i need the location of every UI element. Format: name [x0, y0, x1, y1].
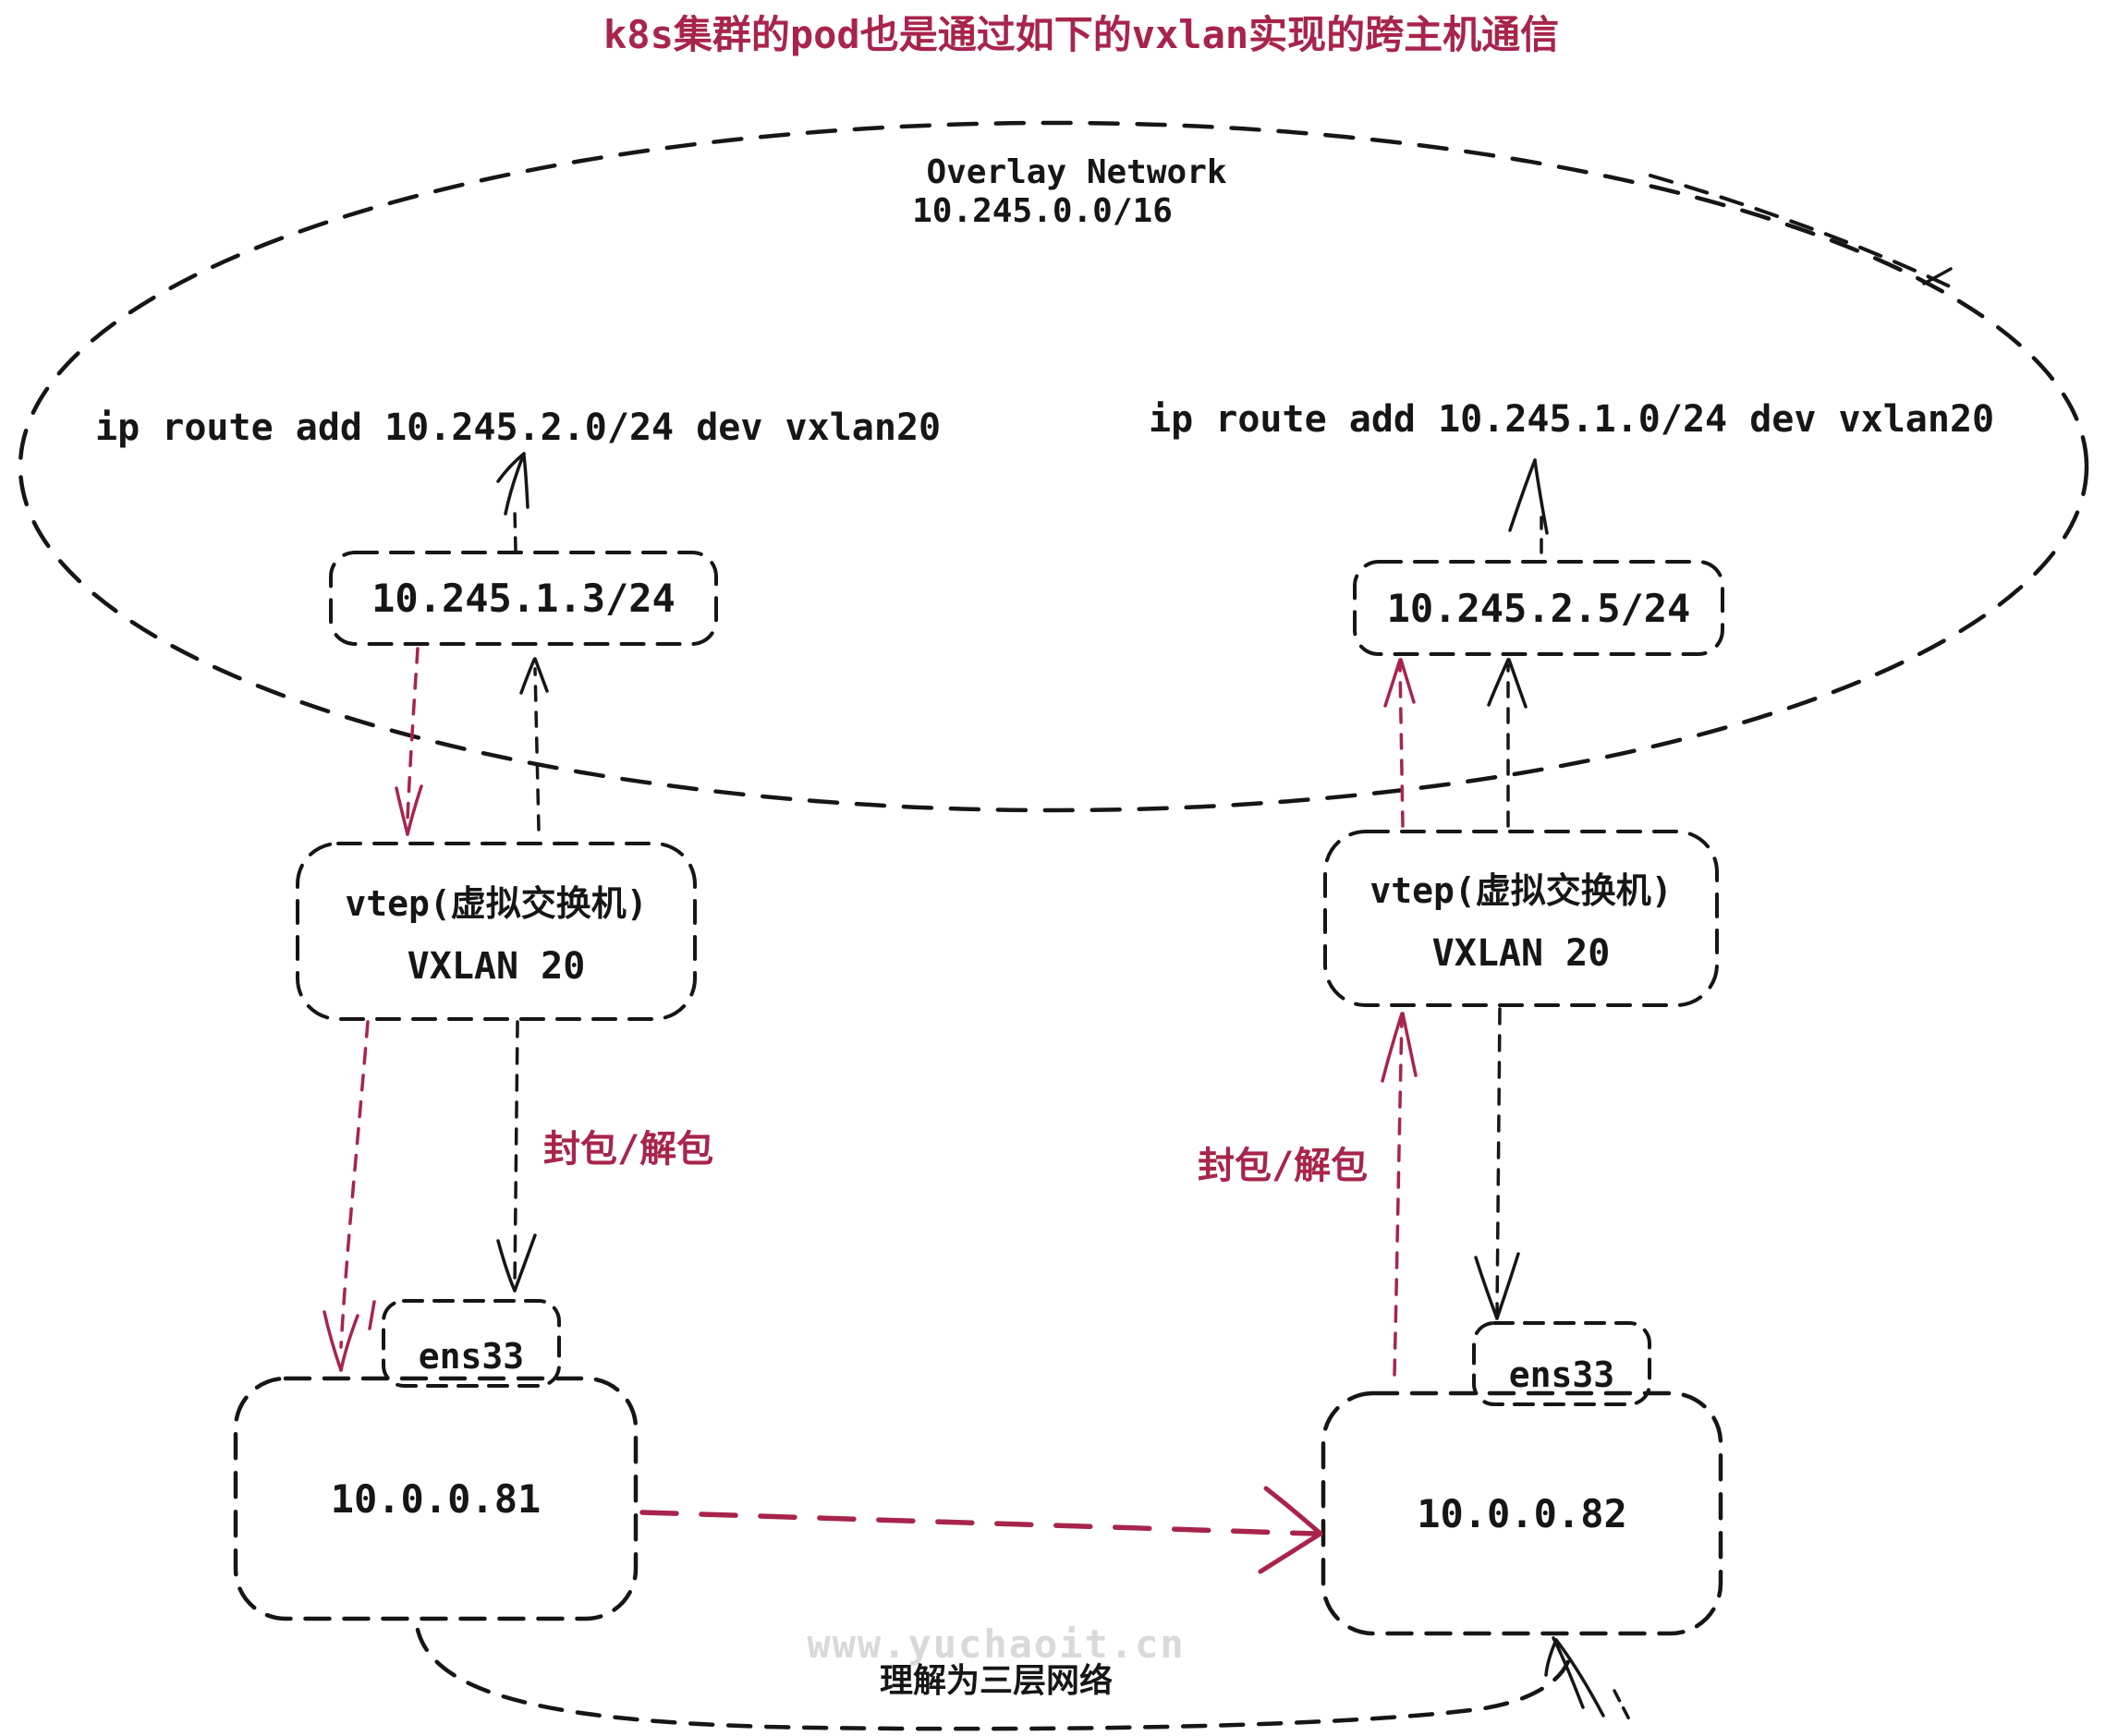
site-watermark: www.yuchaoit.cn: [807, 1621, 1186, 1667]
host-left-to-host-right-arrow: [639, 1486, 1323, 1574]
encap-decap-label-left: 封包/解包: [543, 1128, 714, 1171]
vtep-left-title: vtep(虚拟交换机): [345, 882, 648, 924]
vtep-left-to-nic-arrow: [496, 1020, 537, 1293]
vtep-right-box: [1323, 830, 1719, 1007]
pod-left-to-vtep-arrow: [395, 647, 423, 836]
encap-decap-label-right: 封包/解包: [1198, 1145, 1369, 1187]
nic-left-box: [382, 1299, 561, 1388]
host-left-box: [233, 1376, 639, 1621]
overlay-network-ellipse: [18, 120, 2089, 813]
pod-right-box: [1353, 560, 1724, 656]
vtep-right-to-pod-accent-arrow: [1383, 658, 1416, 828]
vtep-left-label: vtep(虚拟交换机) VXLAN 20: [298, 844, 695, 1019]
pod-right-to-route-arrow: [1508, 458, 1549, 554]
vtep-right-to-pod-arrow: [1487, 658, 1528, 828]
overlay-ellipse-sketch-tick: [1922, 267, 1953, 285]
underlay-network-label: 理解为三层网络: [879, 1662, 1113, 1700]
pod-left-ip: 10.245.1.3/24: [371, 576, 676, 621]
route-command-right: ip route add 10.245.1.0/24 dev vxlan20: [1149, 398, 1995, 441]
diagram-title: k8s集群的pod也是通过如下的vxlan实现的跨主机通信: [603, 12, 1560, 57]
overlay-ellipse-sketch-arc: [1649, 174, 1957, 291]
nic-left-label: ens33: [418, 1336, 525, 1377]
overlay-network-name: Overlay Network: [926, 153, 1227, 191]
route-command-left: ip route add 10.245.2.0/24 dev vxlan20: [95, 407, 942, 449]
vtep-left-vni: VXLAN 20: [407, 945, 586, 989]
overlay-network-cidr: 10.245.0.0/16: [912, 192, 1173, 230]
vtep-right-label: vtep(虚拟交换机) VXLAN 20: [1325, 832, 1717, 1005]
vtep-right-to-nic-arrow: [1474, 1007, 1520, 1320]
vtep-left-to-pod-arrow: [519, 657, 549, 832]
host-right-box: [1321, 1390, 1723, 1636]
vtep-left-box: [296, 842, 697, 1021]
host-right-ip: 10.0.0.82: [1417, 1490, 1627, 1536]
pod-left-box: [329, 551, 718, 646]
nic-right-label: ens33: [1508, 1354, 1615, 1395]
host-left-ip: 10.0.0.81: [330, 1475, 542, 1522]
host-right-to-vtep-arrow: [1381, 1012, 1418, 1377]
underlay-to-host-right-arrow: [1544, 1636, 1631, 1721]
vtep-right-title: vtep(虚拟交换机): [1370, 870, 1673, 911]
pod-right-ip: 10.245.2.5/24: [1386, 585, 1691, 631]
vtep-right-vni: VXLAN 20: [1431, 932, 1611, 975]
pod-left-to-route-arrow: [496, 452, 530, 552]
vtep-left-to-host-arrow: [323, 1020, 376, 1372]
underlay-network-arc: [415, 1627, 1574, 1731]
nic-right-box: [1472, 1321, 1651, 1406]
